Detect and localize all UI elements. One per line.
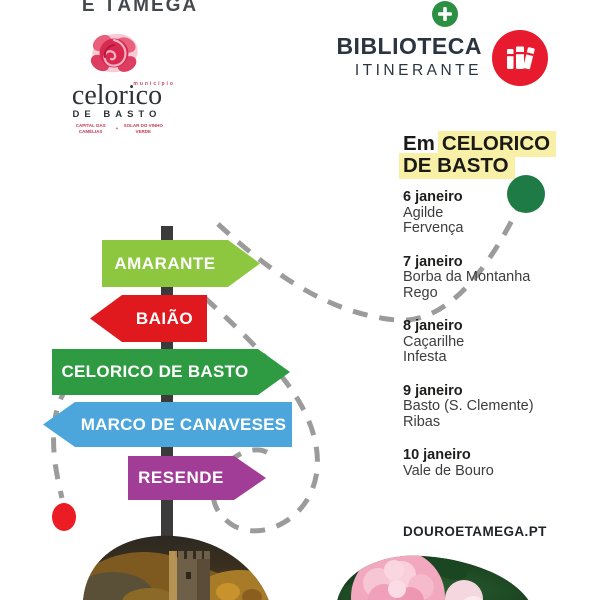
sign-resende-label: RESENDE xyxy=(138,468,224,487)
heading-prefix: Em xyxy=(403,132,435,155)
sign-baiao-label: BAIÃO xyxy=(135,308,194,328)
entry-place: Ribas xyxy=(403,413,441,430)
sign-resende: RESENDE xyxy=(128,456,266,500)
entry-place: Borba da Montanha xyxy=(403,269,531,285)
castle-tower xyxy=(169,551,210,600)
entry-place: Rego xyxy=(403,284,438,301)
entry-place: Fervença xyxy=(403,220,464,236)
plus-icon xyxy=(432,1,458,27)
schedule-entry: 7 janeiro Borba da Montanha Rego xyxy=(403,253,588,302)
route-start-dot xyxy=(507,175,545,213)
sign-marco-label: MARCO DE CANAVESES xyxy=(80,414,287,434)
sign-marco-de-canaveses: MARCO DE CANAVESES xyxy=(43,402,292,447)
entry-place: Agilde xyxy=(403,204,444,221)
region-logo-text: E TÂMEGA xyxy=(81,0,199,16)
schedule-entry: 9 janeiro Basto (S. Clemente) Ribas xyxy=(403,382,588,431)
entry-date: 9 janeiro xyxy=(403,382,463,399)
schedule-entry: 8 janeiro Caçarilhe Infesta xyxy=(403,318,588,366)
municipality-subname: DE BASTO xyxy=(72,109,162,120)
heading-line2: DE BASTO xyxy=(399,153,588,179)
municipality-name: celorico xyxy=(71,80,163,111)
municipality-taglines: CAPITAL DAS CAMÉLIAS + SOLAR DO VINHO VE… xyxy=(58,123,176,136)
schedule-entries: 6 janeiro Agilde Fervença 7 janeiro Borb… xyxy=(403,189,588,479)
entry-place: Vale de Bouro xyxy=(403,462,494,479)
entry-date: 7 janeiro xyxy=(403,253,463,270)
camellia-photo xyxy=(337,555,529,600)
entry-place: Infesta xyxy=(403,349,447,365)
entry-place: Basto (S. Clemente) xyxy=(403,398,534,414)
tagline-left: CAPITAL DAS CAMÉLIAS xyxy=(75,123,106,135)
schedule-entry: 6 janeiro Agilde Fervença xyxy=(403,189,588,237)
sign-celorico-de-basto: CELORICO DE BASTO xyxy=(52,349,290,395)
entry-place: Caçarilhe xyxy=(403,333,465,350)
tagline-right: SOLAR DO VINHO VERDE xyxy=(123,123,163,135)
website-url: DOUROETAMEGA.PT xyxy=(403,524,547,539)
entry-date: 10 janeiro xyxy=(403,447,471,463)
program-title: BIBLIOTECA xyxy=(336,33,482,59)
sign-celorico-label: CELORICO DE BASTO xyxy=(61,362,249,381)
municipio-overline: município xyxy=(133,81,175,87)
sign-baiao: BAIÃO xyxy=(90,295,207,342)
route-end-dot xyxy=(52,503,76,531)
entry-date: 8 janeiro xyxy=(403,318,463,334)
castle-photo xyxy=(83,535,269,600)
entry-date: 6 janeiro xyxy=(403,189,463,205)
sign-amarante-label: AMARANTE xyxy=(114,253,216,273)
heading-highlight-1: CELORICO xyxy=(437,131,557,157)
program-subtitle: ITINERANTE xyxy=(354,62,482,79)
sign-amarante: AMARANTE xyxy=(102,240,260,287)
tagline-plus: + xyxy=(115,126,119,132)
schedule-entry: 10 janeiro Vale de Bouro xyxy=(403,447,588,479)
heading-highlight-2: DE BASTO xyxy=(399,153,515,179)
books-icon xyxy=(492,30,548,86)
camellia-bloom xyxy=(351,555,445,600)
